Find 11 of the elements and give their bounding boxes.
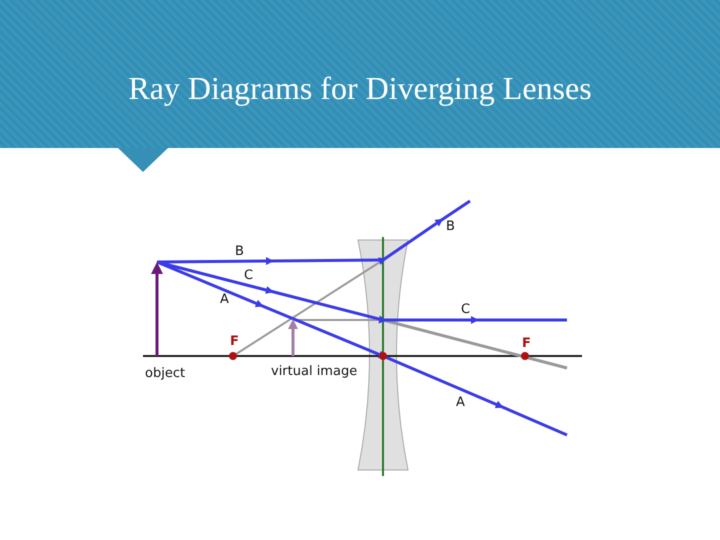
focal-point-label: F (522, 336, 531, 351)
diagram-label: B (446, 219, 455, 234)
focal-point-label: F (230, 334, 239, 349)
diagram-label: C (244, 268, 254, 283)
slide-title: Ray Diagrams for Diverging Lenses (127, 70, 593, 107)
diagram-label: object (145, 366, 186, 381)
diagram-label: B (235, 244, 244, 259)
diagram-label: virtual image (271, 364, 358, 379)
diagram-label: A (220, 292, 229, 307)
diagram-label: A (456, 395, 465, 410)
diagram-label: C (461, 302, 470, 317)
